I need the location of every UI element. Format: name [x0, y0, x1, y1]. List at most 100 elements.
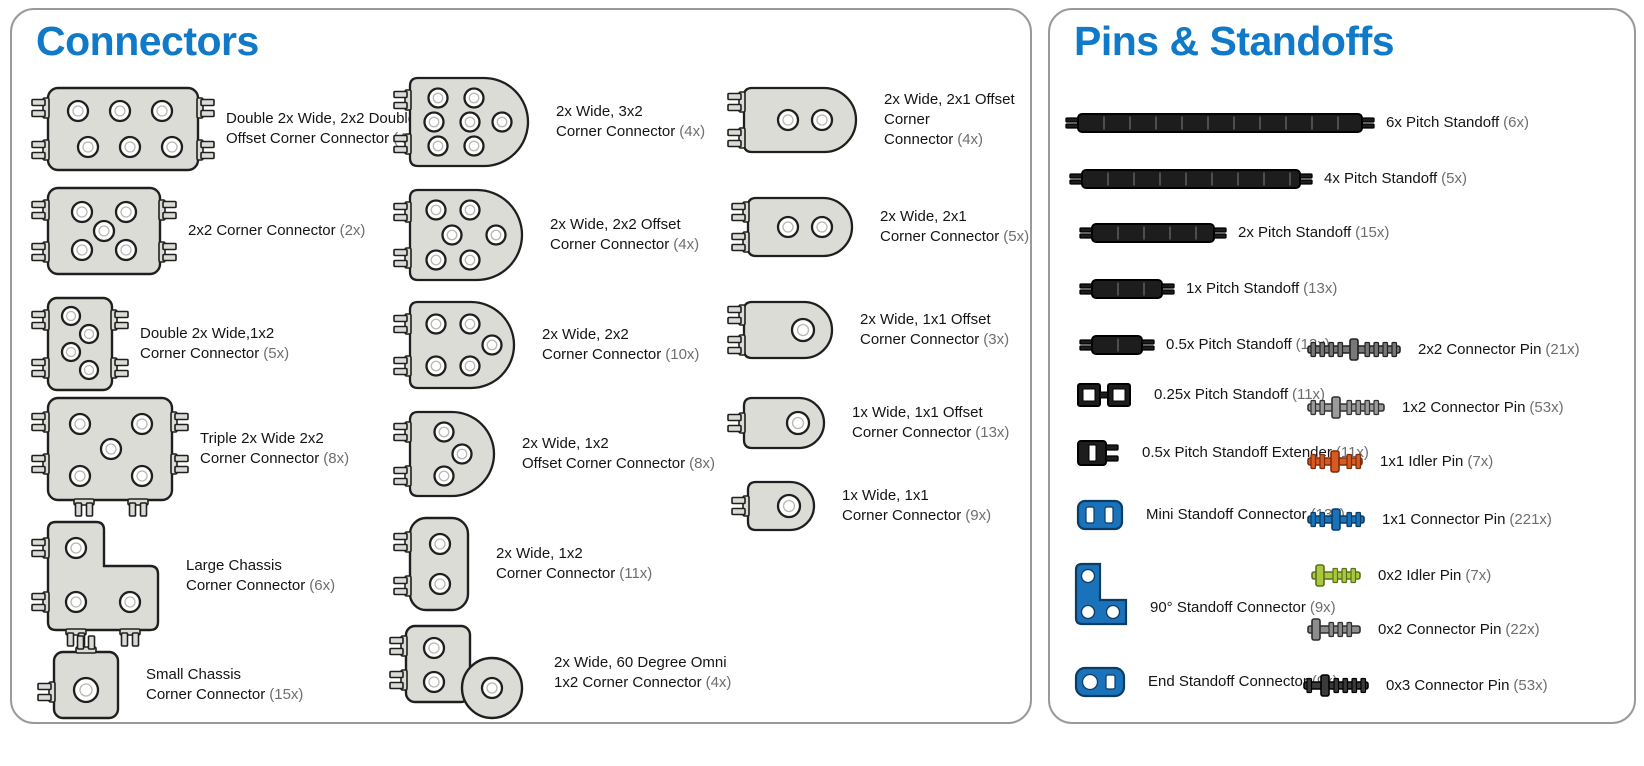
part-label: 1x Pitch Standoff(13x)	[1186, 279, 1337, 299]
part-label: 4x Pitch Standoff(5x)	[1324, 169, 1467, 189]
part-item: 2x2 Corner Connector(2x)	[28, 168, 365, 294]
connector-part-icon	[390, 170, 542, 300]
part-label: 0.25x Pitch Standoff(11x)	[1154, 385, 1325, 405]
part-label: 2x Wide, 1x2 Offset Corner Connector(8x)	[522, 434, 715, 474]
part-label: 1x Wide, 1x1 Offset Corner Connector(13x…	[852, 403, 1009, 443]
part-item: 0x3 Connector Pin(53x)	[1294, 664, 1548, 707]
part-name: 1x1 Connector Pin	[1382, 510, 1506, 528]
part-item: 2x Wide, 2x1 Offset Corner Connector(4x)	[724, 68, 1030, 172]
part-label: 1x1 Connector Pin(221x)	[1382, 510, 1552, 530]
part-name: 0.25x Pitch Standoff	[1154, 386, 1288, 404]
part-count: (15x)	[269, 686, 304, 703]
part-count: (3x)	[983, 331, 1010, 348]
part-name: 4x Pitch Standoff	[1324, 170, 1438, 188]
part-item: 2x Pitch Standoff(15x)	[1076, 208, 1389, 258]
connector-part-icon	[28, 502, 178, 650]
part-item: Large Chassis Corner Connector(6x)	[28, 502, 335, 650]
pin-icon	[1294, 664, 1378, 707]
connector-part-icon	[34, 632, 138, 738]
part-label: 2x Wide, 3x2 Corner Connector(4x)	[556, 102, 705, 142]
part-name: Double 2x Wide, 2x2 Double Offset Corner…	[226, 110, 417, 147]
pin-icon	[1298, 328, 1410, 371]
part-name: 2x Wide, 2x2 Corner Connector	[542, 326, 662, 363]
standoff-icon	[1076, 264, 1178, 314]
part-item: 0x2 Idler Pin(7x)	[1302, 554, 1491, 597]
part-name: 1x Wide, 1x1 Corner Connector	[842, 487, 962, 524]
part-item: 2x Wide, 1x1 Offset Corner Connector(3x)	[724, 282, 1009, 378]
part-item: 2x Wide, 1x2 Offset Corner Connector(8x)	[390, 392, 715, 516]
part-count: (15x)	[1355, 224, 1390, 242]
part-name: Triple 2x Wide 2x2 Corner Connector	[200, 430, 324, 467]
part-name: Small Chassis Corner Connector	[146, 666, 266, 703]
part-label: 2x Wide, 2x1 Corner Connector(5x)	[880, 207, 1029, 247]
part-item: 1x1 Connector Pin(221x)	[1298, 498, 1552, 541]
part-label: 0x3 Connector Pin(53x)	[1386, 676, 1548, 696]
part-name: 1x Wide, 1x1 Offset Corner Connector	[852, 404, 983, 441]
part-count: (9x)	[965, 507, 992, 524]
part-item: 0x2 Connector Pin(22x)	[1298, 608, 1540, 651]
part-label: Triple 2x Wide 2x2 Corner Connector(8x)	[200, 429, 349, 469]
standoff-icon	[1062, 98, 1378, 148]
part-item: 90° Standoff Connector(9x)	[1060, 548, 1336, 640]
part-label: 1x Wide, 1x1 Corner Connector(9x)	[842, 486, 991, 526]
connector-part-icon	[28, 278, 132, 410]
part-count: (10x)	[665, 346, 700, 363]
part-count: (7x)	[1467, 452, 1494, 470]
part-count: (5x)	[1003, 228, 1030, 245]
part-item: 2x Wide, 1x2 Corner Connector(11x)	[390, 498, 652, 630]
part-item: 4x Pitch Standoff(5x)	[1066, 154, 1467, 204]
pin-icon	[1302, 554, 1370, 597]
part-name: 0x2 Connector Pin	[1378, 620, 1502, 638]
standoff-icon	[1060, 548, 1142, 640]
part-name: Double 2x Wide,1x2 Corner Connector	[140, 325, 275, 362]
part-name: Mini Standoff Connector	[1146, 506, 1307, 524]
part-label: 1x1 Idler Pin(7x)	[1380, 452, 1493, 472]
part-name: 6x Pitch Standoff	[1386, 114, 1500, 132]
part-count: (4x)	[673, 236, 700, 253]
part-label: 2x Pitch Standoff(15x)	[1238, 223, 1389, 243]
part-item: 2x Wide, 3x2 Corner Connector(4x)	[390, 58, 705, 186]
part-name: 2x Pitch Standoff	[1238, 224, 1352, 242]
part-label: 2x Wide, 2x1 Offset Corner Connector(4x)	[884, 90, 1030, 149]
pins-standoffs-title: Pins & Standoffs	[1074, 18, 1395, 64]
part-item: 1x Pitch Standoff(13x)	[1076, 264, 1337, 314]
part-name: 0x3 Connector Pin	[1386, 676, 1510, 694]
part-count: (21x)	[1545, 340, 1580, 358]
part-label: 1x2 Connector Pin(53x)	[1402, 398, 1564, 418]
connector-part-icon	[390, 282, 534, 408]
connector-part-icon	[28, 378, 192, 520]
connector-part-icon	[28, 168, 180, 294]
part-name: 2x2 Connector Pin	[1418, 340, 1542, 358]
part-label: Small Chassis Corner Connector(15x)	[146, 665, 303, 705]
part-count: (2x)	[339, 222, 366, 240]
part-item: 2x Wide, 60 Degree Omni 1x2 Corner Conne…	[386, 606, 731, 740]
part-name: 1x Pitch Standoff	[1186, 280, 1300, 298]
part-label: Double 2x Wide,1x2 Corner Connector(5x)	[140, 324, 289, 364]
standoff-icon	[1062, 425, 1134, 481]
part-count: (53x)	[1513, 676, 1548, 694]
standoff-icon	[1062, 485, 1138, 545]
part-label: End Standoff Connector(9x)	[1148, 672, 1338, 692]
part-name: 2x2 Corner Connector	[188, 222, 336, 240]
part-count: (11x)	[1291, 386, 1326, 404]
standoff-icon	[1076, 320, 1158, 370]
part-name: 2x Wide, 2x1 Corner Connector	[880, 208, 1000, 245]
part-label: 2x Wide, 2x2 Offset Corner Connector(4x)	[550, 215, 699, 255]
part-name: 2x Wide, 1x2 Corner Connector	[496, 545, 616, 582]
part-item: 1x Wide, 1x1 Offset Corner Connector(13x…	[724, 378, 1009, 468]
part-label: Double 2x Wide, 2x2 Double Offset Corner…	[226, 109, 419, 149]
part-item: 2x2 Connector Pin(21x)	[1298, 328, 1580, 371]
connectors-panel: Connectors Double 2x Wide, 2x2 Double Of…	[10, 8, 1032, 724]
part-item: 1x1 Idler Pin(7x)	[1298, 440, 1493, 483]
part-name: 2x Wide, 60 Degree Omni 1x2 Corner Conne…	[554, 654, 727, 691]
part-name: 2x Wide, 1x1 Offset Corner Connector	[860, 311, 991, 348]
part-item: 2x Wide, 2x2 Offset Corner Connector(4x)	[390, 170, 699, 300]
part-label: 2x Wide, 2x2 Corner Connector(10x)	[542, 325, 699, 365]
part-count: (4x)	[705, 674, 732, 691]
part-item: 0.5x Pitch Standoff(13x)	[1076, 320, 1330, 370]
part-name: 0x2 Idler Pin	[1378, 566, 1462, 584]
standoff-icon	[1066, 154, 1316, 204]
part-count: (5x)	[263, 345, 290, 362]
part-count: (22x)	[1505, 620, 1540, 638]
